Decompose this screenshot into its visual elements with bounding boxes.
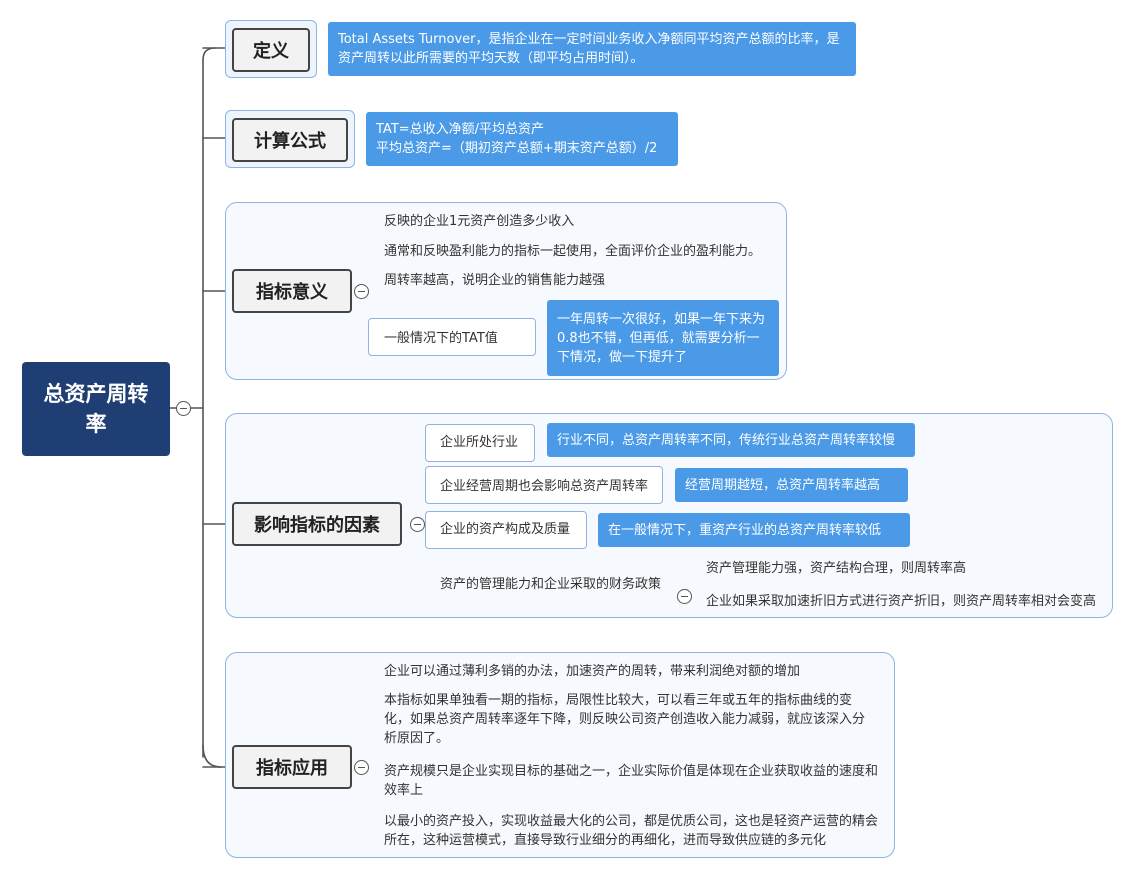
tat-note-text: 一年周转一次很好，如果一年下来为0.8也不错，但再低，就需要分析一下情况，做一下… (557, 311, 766, 365)
factor-4-label[interactable]: 资产的管理能力和企业采取的财务政策 (440, 577, 662, 592)
formula-line-2: 平均总资产=（期初资产总额+期末资产总额）/2 (376, 141, 658, 156)
significance-collapse-icon[interactable] (354, 284, 369, 299)
factor-2-note: 经营周期越短，总资产周转率越高 (685, 477, 881, 493)
application-item-3[interactable]: 资产规模只是企业实现目标的基础之一，企业实际价值是体现在企业获取收益的速度和效率… (384, 764, 879, 798)
factor-3-note: 在一般情况下，重资产行业的总资产周转率较低 (608, 522, 882, 538)
significance-topic[interactable]: 指标意义 (232, 269, 352, 313)
factors-label: 影响指标的因素 (254, 515, 380, 536)
factors-collapse-icon[interactable] (410, 517, 425, 532)
significance-item-2[interactable]: 通常和反映盈利能力的指标一起使用，全面评价企业的盈利能力。 (384, 244, 762, 259)
application-topic[interactable]: 指标应用 (232, 745, 352, 789)
root-collapse-icon[interactable] (176, 401, 191, 416)
factor-2-callout[interactable]: 经营周期越短，总资产周转率越高 (675, 468, 908, 502)
factor-2-frame (425, 466, 663, 504)
definition-text: Total Assets Turnover，是指企业在一定时间业务收入净额同平均… (338, 32, 840, 66)
definition-topic[interactable]: 定义 (232, 28, 310, 72)
factor-2-label[interactable]: 企业经营周期也会影响总资产周转率 (440, 479, 649, 494)
significance-label: 指标意义 (256, 282, 328, 303)
formula-callout[interactable]: TAT=总收入净额/平均总资产 平均总资产=（期初资产总额+期末资产总额）/2 (366, 112, 678, 166)
definition-label: 定义 (253, 41, 289, 62)
root-label: 总资产周转率 (43, 382, 149, 436)
application-collapse-icon[interactable] (354, 760, 369, 775)
application-label: 指标应用 (256, 758, 328, 779)
factor-3-callout[interactable]: 在一般情况下，重资产行业的总资产周转率较低 (598, 513, 910, 547)
tat-note-callout[interactable]: 一年周转一次很好，如果一年下来为0.8也不错，但再低，就需要分析一下情况，做一下… (547, 300, 779, 376)
factor-1-note: 行业不同，总资产周转率不同，传统行业总资产周转率较慢 (557, 432, 896, 448)
formula-topic[interactable]: 计算公式 (232, 118, 348, 162)
factor-3-frame (425, 511, 587, 549)
application-item-1[interactable]: 企业可以通过薄利多销的办法，加速资产的周转，带来利润绝对额的增加 (384, 664, 801, 679)
definition-callout[interactable]: Total Assets Turnover，是指企业在一定时间业务收入净额同平均… (328, 22, 856, 76)
policy-item-2[interactable]: 企业如果采取加速折旧方式进行资产折旧，则资产周转率相对会变高 (706, 594, 1097, 609)
factor-1-callout[interactable]: 行业不同，总资产周转率不同，传统行业总资产周转率较慢 (547, 423, 915, 457)
tat-value-frame (368, 318, 536, 356)
application-item-4[interactable]: 以最小的资产投入，实现收益最大化的公司，都是优质公司，这也是轻资产运营的精会所在… (384, 814, 879, 848)
factors-topic[interactable]: 影响指标的因素 (232, 502, 402, 546)
significance-item-3[interactable]: 周转率越高，说明企业的销售能力越强 (384, 273, 606, 288)
formula-line-1: TAT=总收入净额/平均总资产 (376, 122, 545, 137)
significance-item-4[interactable]: 一般情况下的TAT值 (384, 331, 498, 346)
factor-1-label[interactable]: 企业所处行业 (440, 435, 519, 450)
formula-label: 计算公式 (254, 131, 326, 152)
policy-collapse-icon[interactable] (677, 589, 692, 604)
policy-item-1[interactable]: 资产管理能力强，资产结构合理，则周转率高 (706, 561, 967, 576)
root-topic[interactable]: 总资产周转率 (22, 362, 170, 456)
significance-item-1[interactable]: 反映的企业1元资产创造多少收入 (384, 214, 575, 229)
factor-1-frame (425, 424, 535, 462)
factor-3-label[interactable]: 企业的资产构成及质量 (440, 522, 571, 537)
application-item-2[interactable]: 本指标如果单独看一期的指标，局限性比较大，可以看三年或五年的指标曲线的变化，如果… (384, 693, 866, 746)
